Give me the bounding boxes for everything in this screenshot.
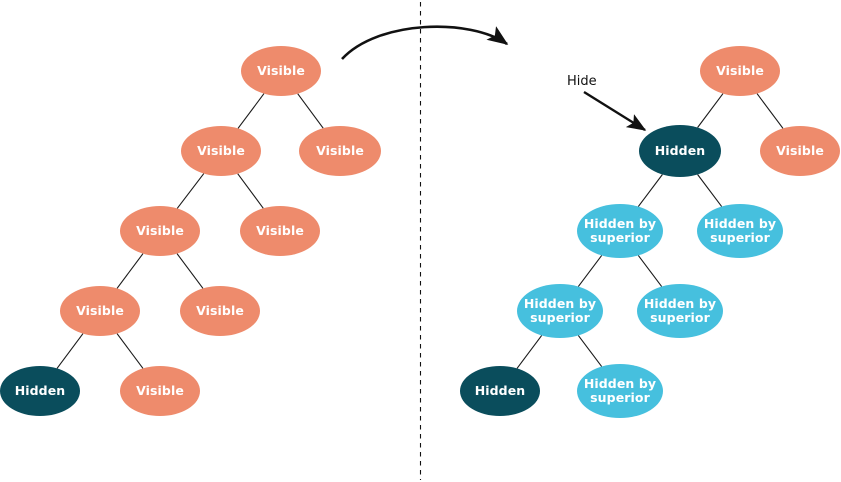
tree-edge: [297, 93, 324, 129]
tree-node-label: Visible: [256, 223, 304, 238]
tree-node-label: Visible: [76, 303, 124, 318]
tree-edge: [237, 173, 264, 209]
tree-edge: [237, 93, 265, 129]
tree-node-label: Visible: [776, 143, 824, 158]
tree-node-visible[interactable]: Visible: [180, 286, 260, 336]
tree-node-hidden[interactable]: Hidden: [0, 366, 80, 416]
tree-edge: [116, 253, 144, 289]
tree-node-label: Visible: [257, 63, 305, 78]
tree-node-label: Visible: [197, 143, 245, 158]
tree-edge: [637, 255, 663, 287]
tree-edge: [516, 335, 543, 369]
left-tree-edges: [56, 93, 324, 369]
tree-edge: [697, 93, 724, 128]
tree-node-label: Visible: [136, 383, 184, 398]
tree-edge: [116, 333, 144, 369]
tree-node-visible[interactable]: Visible: [760, 126, 840, 176]
transition-arrow: [341, 25, 509, 60]
tree-node-visible[interactable]: Visible: [240, 206, 320, 256]
tree-node-visible[interactable]: Visible: [60, 286, 140, 336]
tree-node-label: Visible: [716, 63, 764, 78]
tree-node-label: Hidden: [474, 383, 526, 398]
tree-edge: [577, 335, 603, 367]
tree-edge: [176, 173, 205, 209]
tree-edge: [56, 333, 84, 369]
tree-node-label: Hidden: [654, 143, 706, 158]
tree-node-visible[interactable]: Visible: [120, 366, 200, 416]
tree-node-hidden[interactable]: Hidden: [460, 366, 540, 416]
tree-edge: [697, 174, 723, 207]
tree-node-visible[interactable]: Visible: [241, 46, 321, 96]
right-tree-edges: [516, 93, 784, 369]
tree-node-label: Visible: [136, 223, 184, 238]
tree-edge: [637, 174, 663, 207]
tree-node-label: Visible: [196, 303, 244, 318]
tree-edge: [176, 253, 204, 289]
tree-node-visible[interactable]: Visible: [181, 126, 261, 176]
tree-node-visible[interactable]: Visible: [120, 206, 200, 256]
hide-pointer-arrow: [583, 90, 647, 132]
tree-edge: [756, 93, 784, 129]
tree-node-hidden[interactable]: Hidden: [639, 125, 721, 177]
tree-node-label: Hidden: [14, 383, 66, 398]
tree-node-label: Visible: [316, 143, 364, 158]
tree-node-visible[interactable]: Visible: [700, 46, 780, 96]
tree-edge: [577, 255, 603, 287]
tree-node-visible[interactable]: Visible: [299, 126, 381, 176]
hide-label: Hide: [567, 74, 597, 89]
